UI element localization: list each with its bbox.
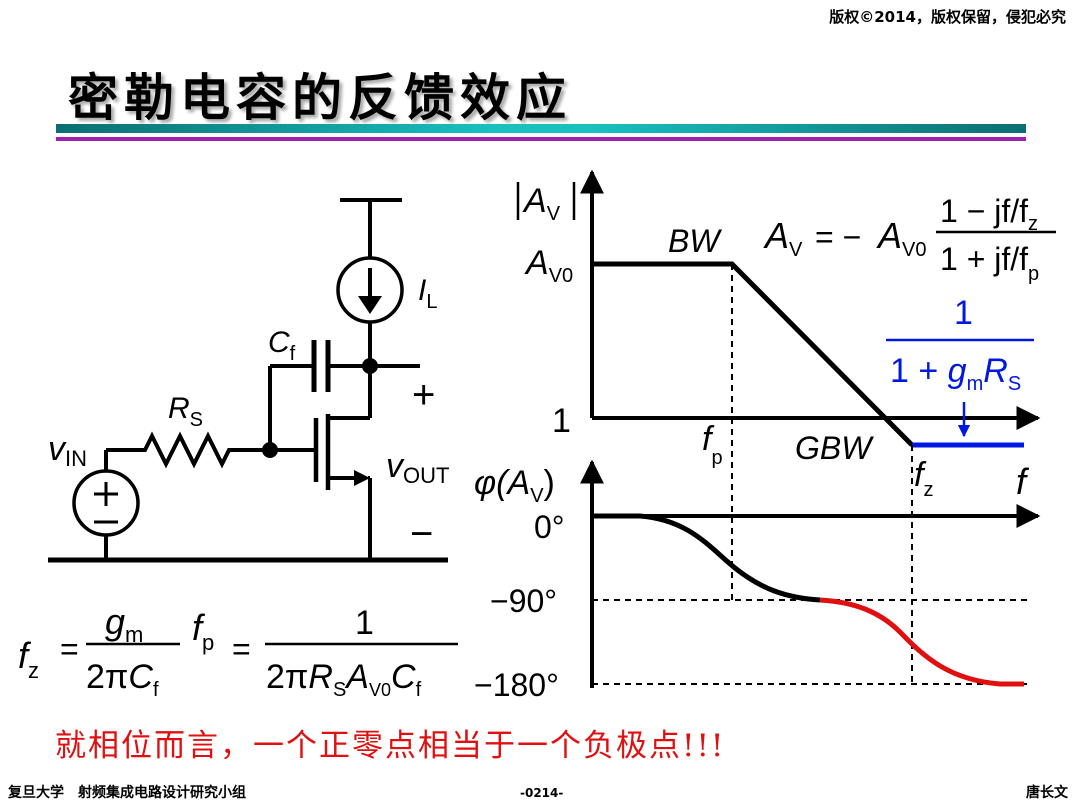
il-label: IL <box>418 274 437 313</box>
source-arrow-icon <box>354 470 370 486</box>
footer-affiliation: 复旦大学 射频集成电路设计研究小组 <box>8 785 246 801</box>
page-title: 密勒电容的反馈效应 <box>68 68 572 127</box>
fb-denominator: 1 + gmRS <box>890 352 1021 395</box>
fb-numerator: 1 <box>954 294 973 332</box>
av-lhs: AV <box>763 215 803 261</box>
fz-denominator: 2πCf <box>86 658 159 701</box>
phase-curve-zero <box>819 597 1024 687</box>
phase-plot: φ(AV) 0° −90° −180° <box>474 264 1041 703</box>
fz-numerator: gm <box>105 601 143 647</box>
one-tick-label: 1 <box>552 402 571 440</box>
vin-label: vIN <box>48 430 87 471</box>
fp-axis-label: fp <box>702 420 723 469</box>
fp-eq: = <box>232 631 251 667</box>
bw-label: BW <box>668 223 722 259</box>
fz-axis-label: fz <box>914 456 933 501</box>
conclusion-note: 就相位而言，一个正零点相当于一个负极点!!! <box>55 728 726 764</box>
gate-node <box>262 442 278 458</box>
fz-eq: = <box>60 631 79 667</box>
vout-label: vOUT <box>386 447 449 488</box>
phase-tick-90: −90° <box>490 583 557 619</box>
cf-label: Cf <box>268 326 296 365</box>
phase-tick-0: 0° <box>534 509 565 545</box>
output-minus-label: − <box>410 512 433 556</box>
resistor-rs <box>106 431 232 469</box>
current-source-arrow-icon <box>358 296 382 314</box>
phase-curve-pole <box>592 513 821 603</box>
av-numerator: 1 − jf/fz <box>940 193 1038 235</box>
f-axis-label: f <box>1016 461 1030 502</box>
fp-lhs: fp <box>192 607 214 655</box>
phase-tick-180: −180° <box>474 667 559 703</box>
copyright-notice: 版权©2014，版权保留，侵犯必究 <box>829 8 1066 26</box>
av-a0: AV0 <box>876 215 926 261</box>
magnitude-plot: AV AV0 1 BW GBW fp fz f <box>516 169 1041 502</box>
fz-fp-formulas: fz = gm 2πCf fp = 1 2πRSAV0Cf <box>18 601 458 701</box>
drain-node <box>362 358 378 374</box>
footer-page-number: -0214- <box>520 786 564 800</box>
av-denominator: 1 + jf/fp <box>940 241 1039 285</box>
fp-numerator: 1 <box>355 604 374 642</box>
transfer-function: AV = − AV0 1 − jf/fz 1 + jf/fp <box>763 193 1056 285</box>
output-plus-label: + <box>412 373 435 417</box>
av-eq: = − <box>815 219 861 255</box>
av0-tick-label: AV0 <box>524 244 573 287</box>
fz-lhs: fz <box>18 635 39 683</box>
rs-label: RS <box>168 392 203 431</box>
gbw-label: GBW <box>795 430 874 466</box>
fp-denominator: 2πRSAV0Cf <box>266 658 422 701</box>
feedback-fraction: 1 1 + gmRS <box>886 294 1034 395</box>
title-underline-purple <box>56 137 1026 141</box>
phase-ylabel: φ(AV) <box>474 464 555 507</box>
circuit-diagram <box>48 198 448 563</box>
mag-ylabel: AV <box>522 182 561 225</box>
footer-author: 唐长文 <box>1026 785 1068 801</box>
title-underline-teal <box>56 124 1026 133</box>
